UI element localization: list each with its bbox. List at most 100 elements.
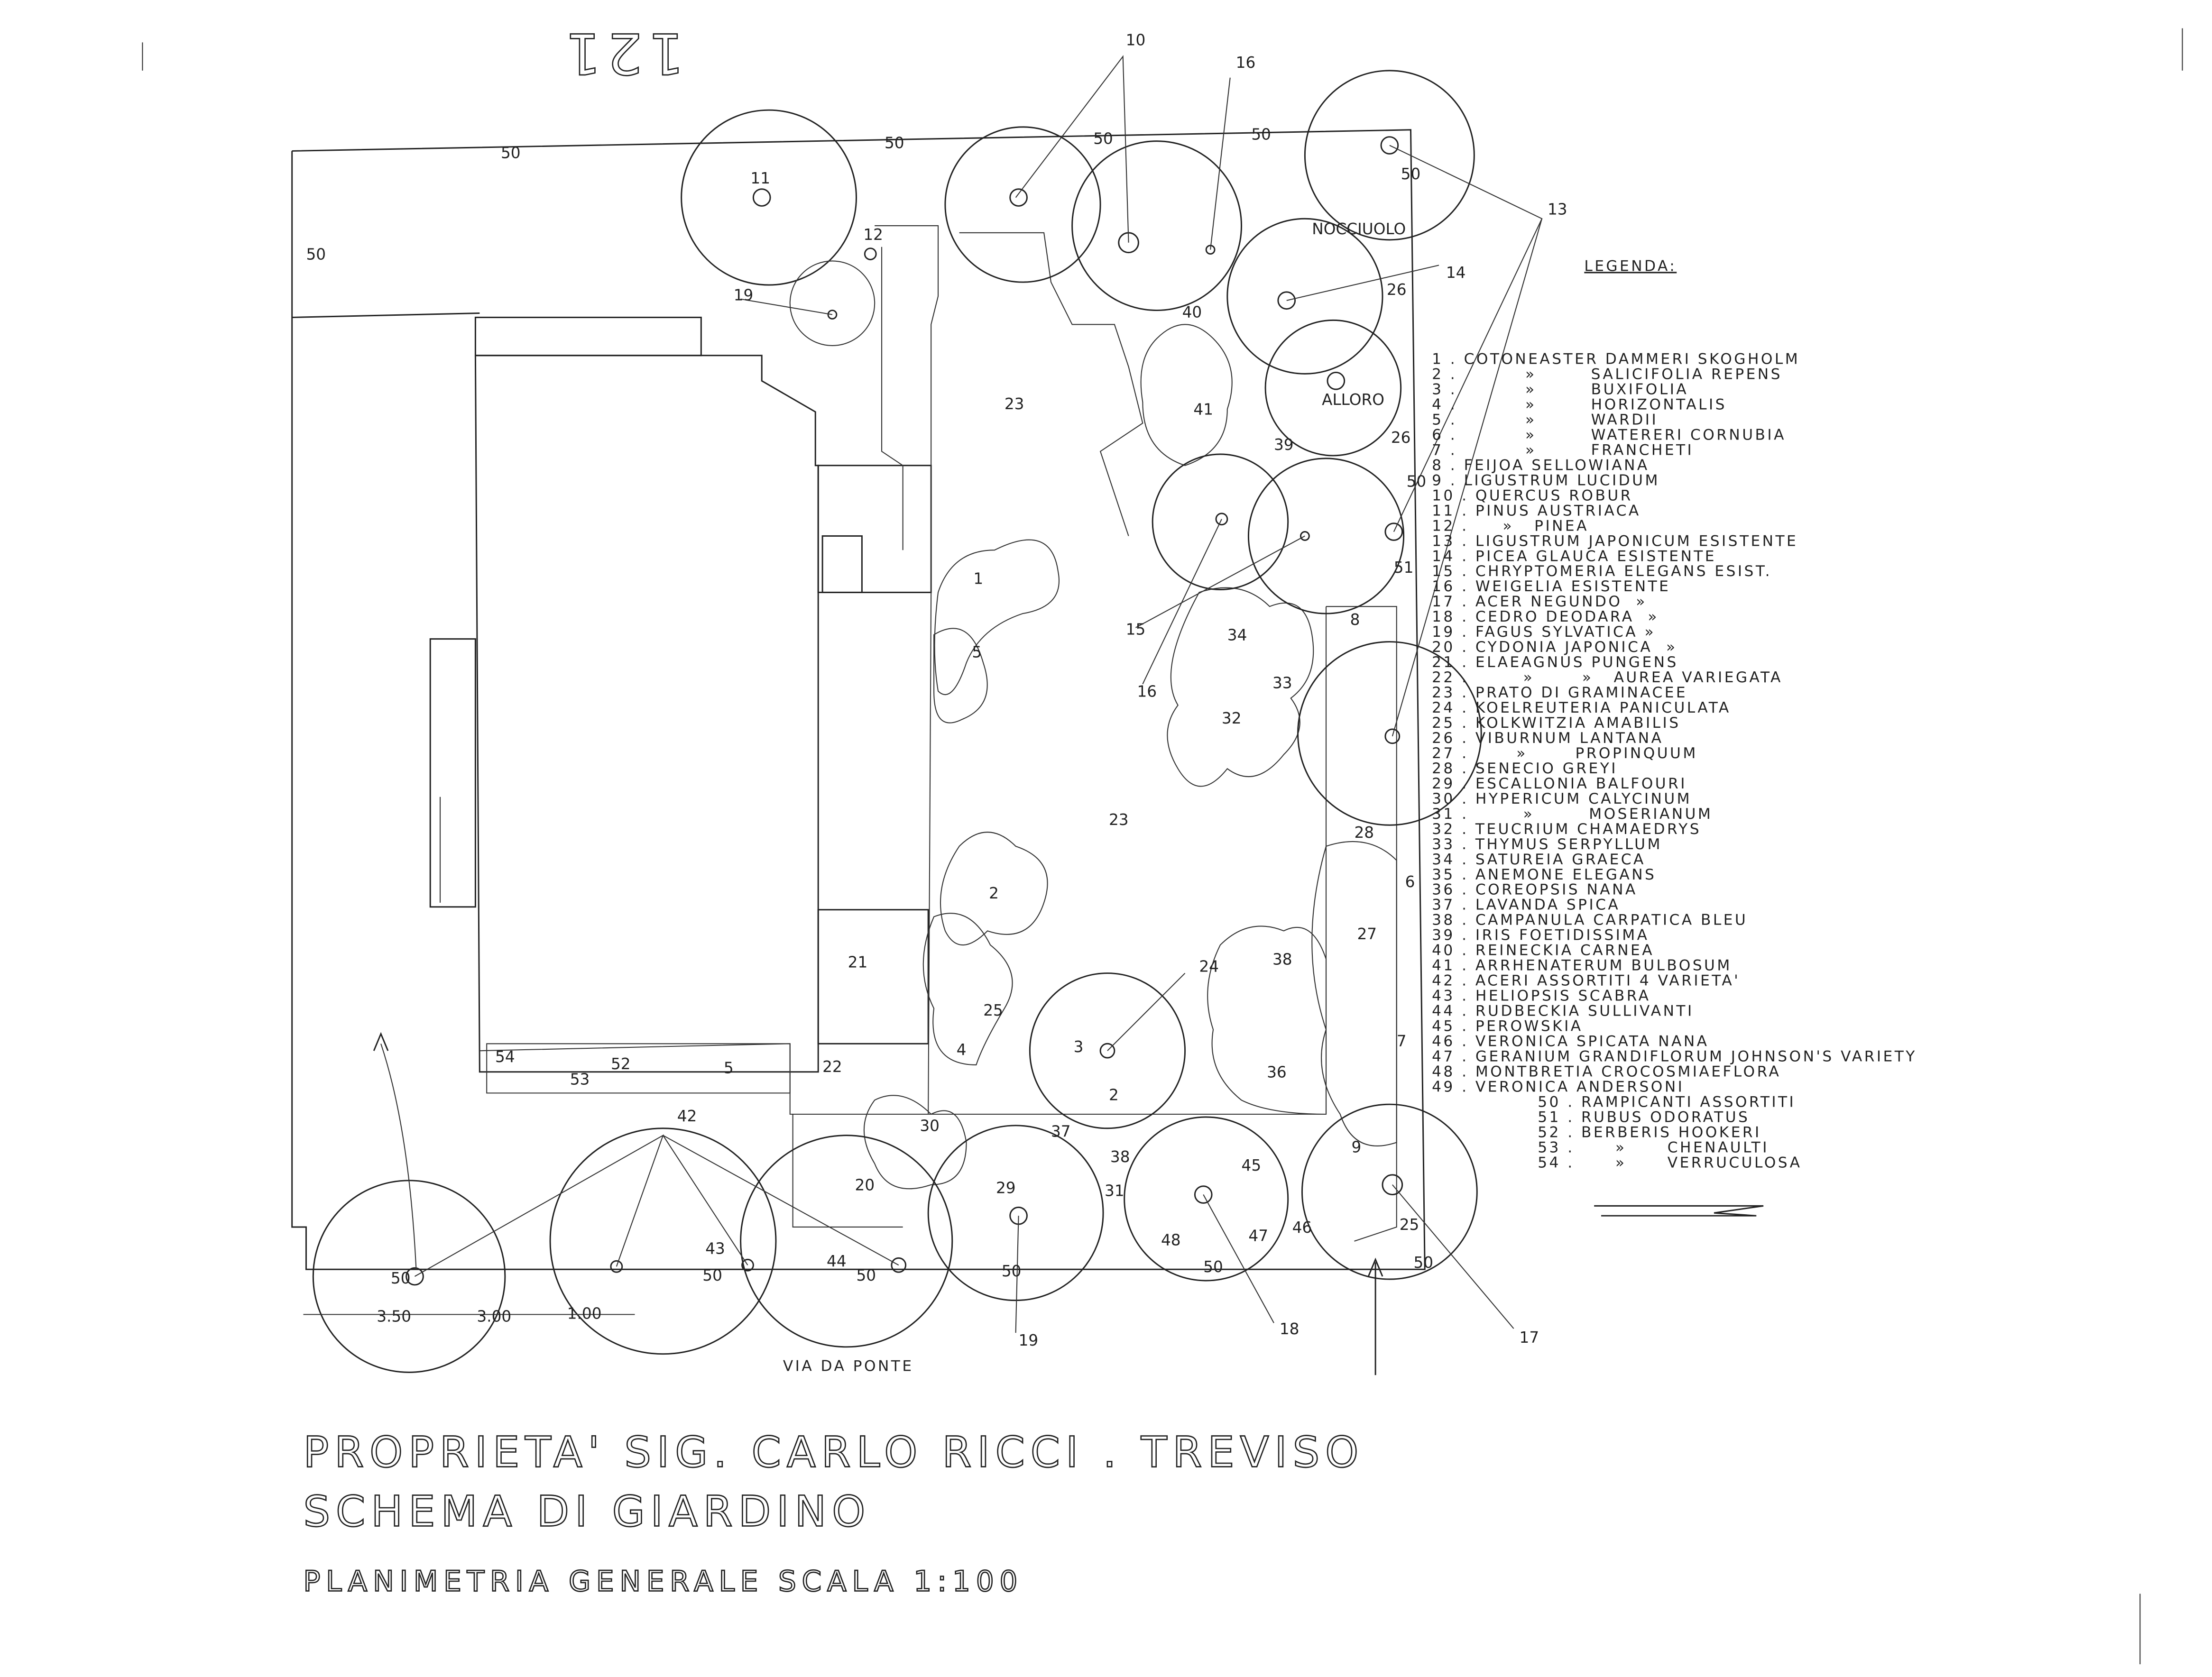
house-footprint — [429, 316, 932, 1073]
plan-label: 22 — [822, 1058, 842, 1076]
legend-item: 22 . » » AUREA VARIEGATA — [1432, 669, 1783, 686]
plan-label: NOCCIUOLO — [1312, 220, 1406, 238]
plan-label: 12 — [863, 226, 883, 244]
plan-label: 10 — [1126, 31, 1146, 49]
title-line-1: PROPRIETA' SIG. CARLO RICCI . TREVISO — [304, 1428, 1364, 1477]
legend-item: 37 . LAVANDA SPICA — [1432, 897, 1620, 914]
plan-label: 19 — [1019, 1331, 1039, 1349]
plan-label: 14 — [1446, 264, 1466, 282]
legend-item: 12 . » PINEA — [1432, 517, 1589, 534]
plan-label: 2 — [989, 884, 999, 902]
plan-label: 50 — [1251, 126, 1271, 144]
plan-label: 25 — [983, 1001, 1003, 1019]
legend-item: 18 . CEDRO DEODARA » — [1432, 608, 1659, 625]
plan-label: 50 — [1401, 165, 1421, 183]
plan-label: 50 — [1407, 472, 1427, 490]
legend-item: 17 . ACER NEGUNDO » — [1432, 593, 1647, 610]
legend-item: 47 . GERANIUM GRANDIFLORUM JOHNSON'S VAR… — [1432, 1048, 1917, 1065]
plan-label: 16 — [1137, 683, 1157, 701]
legend-item: 35 . ANEMONE ELEGANS — [1432, 866, 1656, 883]
plan-label: 18 — [1280, 1320, 1300, 1338]
legend-item: 53 . » CHENAULTI — [1538, 1139, 1769, 1156]
plan-label: 6 — [1405, 873, 1415, 891]
legend-item: 54 . » VERRUCULOSA — [1538, 1154, 1802, 1171]
legend-item: 40 . REINECKIA CARNEA — [1432, 942, 1654, 959]
legend-item: 46 . VERONICA SPICATA NANA — [1432, 1033, 1709, 1050]
plan-label: 42 — [677, 1107, 697, 1125]
plan-label: ALLORO — [1322, 391, 1384, 409]
plan-label: 13 — [1548, 200, 1567, 218]
plan-label: 50 — [391, 1269, 411, 1287]
legend-item: 26 . VIBURNUM LANTANA — [1432, 730, 1663, 747]
legend-item: 8 . FEIJOA SELLOWIANA — [1432, 457, 1650, 474]
plan-label: 20 — [855, 1176, 875, 1194]
legend-item: 50 . RAMPICANTI ASSORTITI — [1538, 1093, 1796, 1110]
plan-label: 4 — [957, 1041, 967, 1059]
plan-label: 52 — [611, 1055, 631, 1073]
plan-label: 31 — [1105, 1182, 1124, 1200]
plan-label: 11 — [750, 169, 770, 187]
property-boundary — [291, 129, 1426, 1270]
legend-item: 41 . ARRHENATERUM BULBOSUM — [1432, 957, 1732, 974]
plan-label: 36 — [1267, 1063, 1287, 1081]
legend-title: LEGENDA: — [1584, 257, 1677, 275]
legend-item: 24 . KOELREUTERIA PANICULATA — [1432, 699, 1731, 716]
plan-label: 3.50 — [377, 1307, 411, 1325]
legend-item: 6 . » WATERERI CORNUBIA — [1432, 426, 1786, 443]
legend-item: 28 . SENECIO GREYI — [1432, 760, 1618, 777]
plan-label: 5 — [972, 643, 982, 661]
plan-label: 50 — [501, 144, 521, 162]
leader-lines — [303, 55, 1764, 1375]
plan-label: 30 — [920, 1117, 940, 1135]
legend-item: 1 . COTONEASTER DAMMERI SKOGHOLM — [1432, 351, 1800, 368]
plan-label: 23 — [1005, 395, 1024, 413]
legend-item: 4 . » HORIZONTALIS — [1432, 396, 1727, 413]
legend-item: 45 . PEROWSKIA — [1432, 1018, 1583, 1035]
legend-item: 15 . CHRYPTOMERIA ELEGANS ESIST. — [1432, 563, 1772, 580]
legend-item: 33 . THYMUS SERPYLLUM — [1432, 836, 1662, 853]
plan-label: 15 — [1126, 621, 1146, 639]
plan-label: 5 — [724, 1059, 734, 1077]
plan-label: 50 — [1413, 1254, 1433, 1272]
sheet-number: 121 — [560, 20, 684, 86]
plan-label: 17 — [1520, 1329, 1539, 1347]
legend-item: 48 . MONTBRETIA CROCOSMIAEFLORA — [1432, 1063, 1781, 1080]
paving-paths — [479, 225, 1397, 1242]
plan-label: 41 — [1193, 401, 1213, 419]
plan-label: 50 — [857, 1266, 876, 1284]
legend-item: 14 . PICEA GLAUCA ESISTENTE — [1432, 548, 1716, 565]
legend-item: 30 . HYPERICUM CALYCINUM — [1432, 790, 1692, 807]
legend-item: 44 . RUDBECKIA SULLIVANTI — [1432, 1003, 1694, 1020]
plan-label: 38 — [1110, 1148, 1130, 1166]
legend-item: 16 . WEIGELIA ESISTENTE — [1432, 578, 1670, 595]
plan-label: 7 — [1397, 1032, 1407, 1050]
plan-label: 50 — [885, 134, 904, 152]
plan-label: 1.00 — [567, 1304, 602, 1322]
plan-label: 43 — [705, 1239, 725, 1257]
plan-label: 23 — [1109, 811, 1129, 829]
legend-item: 3 . » BUXIFOLIA — [1432, 381, 1688, 398]
plan-label: 27 — [1357, 925, 1377, 943]
plan-label: 1 — [973, 570, 983, 588]
legend-item: 5 . » WARDII — [1432, 411, 1658, 428]
plan-label: 39 — [1274, 436, 1294, 454]
legend-item: 27 . » PROPINQUUM — [1432, 745, 1698, 762]
legend-item: 19 . FAGUS SYLVATICA » — [1432, 623, 1656, 641]
legend-item: 43 . HELIOPSIS SCABRA — [1432, 988, 1650, 1005]
legend-item: 20 . CYDONIA JAPONICA » — [1432, 639, 1677, 656]
plan-label: 29 — [996, 1179, 1016, 1197]
legend-item: 32 . TEUCRIUM CHAMAEDRYS — [1432, 821, 1701, 838]
legend-item: 2 . » SALICIFOLIA REPENS — [1432, 366, 1782, 383]
title-line-2: SCHEMA DI GIARDINO — [304, 1487, 871, 1537]
plan-label: 2 — [1109, 1086, 1119, 1104]
legend-item: 10 . QUERCUS ROBUR — [1432, 487, 1633, 504]
plan-label: 21 — [848, 953, 868, 971]
plan-label: 48 — [1161, 1231, 1181, 1249]
legend-item: 13 . LIGUSTRUM JAPONICUM ESISTENTE — [1432, 532, 1798, 550]
legend-item: 49 . VERONICA ANDERSONI — [1432, 1078, 1684, 1095]
plan-label: 50 — [1002, 1262, 1022, 1280]
plan-label: 47 — [1248, 1227, 1268, 1245]
plan-label: 45 — [1242, 1156, 1262, 1174]
plan-label: 24 — [1199, 958, 1219, 976]
